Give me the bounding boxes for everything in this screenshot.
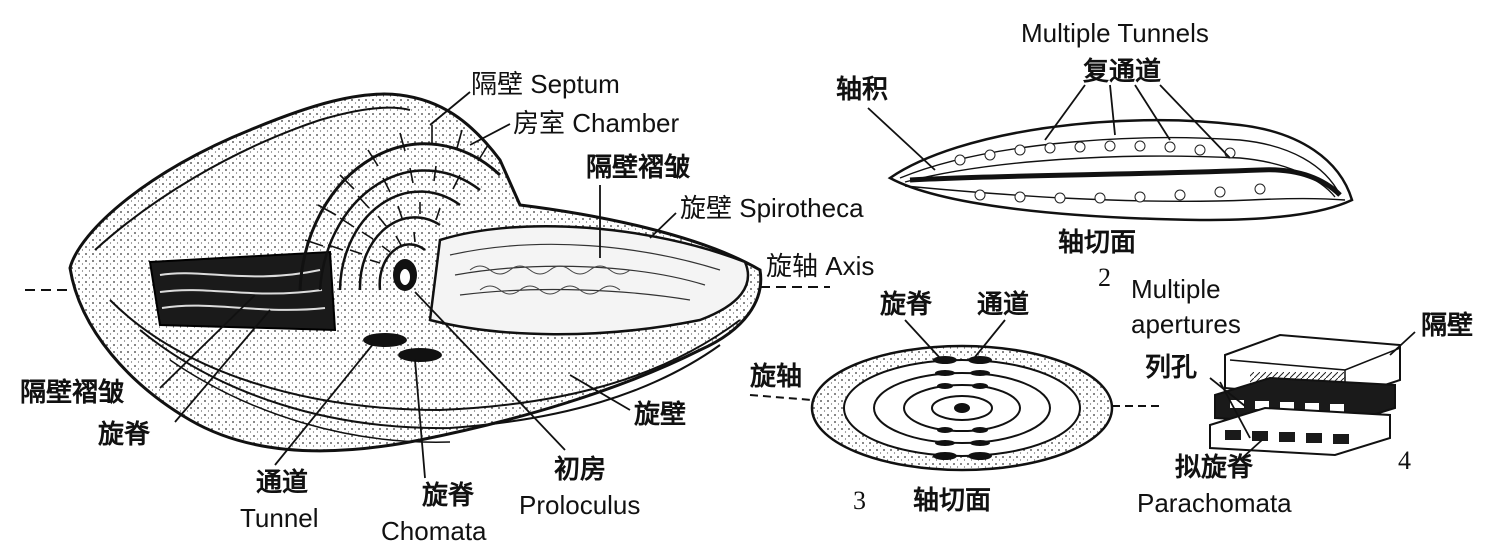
axis-3-label: 旋轴: [750, 362, 803, 392]
axial-section-3: [749, 319, 1160, 472]
fusulinid-3d-cutaway: [25, 91, 830, 479]
multiple-tunnels-zh-label: 复通道: [1083, 57, 1162, 87]
axial-filling-label: 轴积: [836, 75, 889, 105]
parachomata-en-label: Parachomata: [1137, 488, 1292, 518]
septal-fluting-label: 隔壁褶皱: [586, 153, 691, 183]
spirotheca-label: 旋壁 Spirotheca: [680, 193, 864, 223]
septum-label: 隔壁 Septum: [471, 69, 620, 99]
proloculus-en-label: Proloculus: [519, 490, 641, 520]
chomata-3-label: 旋脊: [880, 290, 933, 320]
spirotheca-zh-label: 旋壁: [634, 400, 687, 430]
chomata-en-label: Chomata: [381, 516, 487, 546]
multiple-apertures-line2-label: apertures: [1131, 309, 1241, 339]
figure-number-3: 3: [853, 486, 866, 515]
chamber-label: 房室 Chamber: [513, 108, 680, 138]
septum-4-label: 隔壁: [1421, 311, 1474, 341]
tunnel-en-label: Tunnel: [240, 503, 319, 533]
axis-label: 旋轴 Axis: [766, 251, 875, 281]
chomata-left-label: 旋脊: [98, 420, 151, 450]
chomata-zh-label: 旋脊: [422, 481, 475, 511]
figure-number-4: 4: [1398, 446, 1411, 475]
figure-number-2: 2: [1098, 263, 1111, 292]
tunnel-3-label: 通道: [977, 290, 1030, 320]
axial-section-3-label: 轴切面: [913, 486, 992, 516]
axial-section-2: [867, 84, 1354, 222]
septal-fluting-lower-label: 隔壁褶皱: [20, 378, 125, 408]
multiple-apertures-line1-label: Multiple: [1131, 274, 1221, 304]
parachomata-block-4: [1209, 331, 1416, 461]
tunnel-zh-label: 通道: [256, 468, 309, 498]
proloculus-zh-label: 初房: [554, 455, 607, 485]
foramina-label: 列孔: [1145, 353, 1198, 383]
axial-section-2-label: 轴切面: [1058, 228, 1137, 258]
parachomata-zh-label: 拟旋脊: [1175, 453, 1254, 483]
multiple-tunnels-en-label: Multiple Tunnels: [1021, 18, 1209, 48]
